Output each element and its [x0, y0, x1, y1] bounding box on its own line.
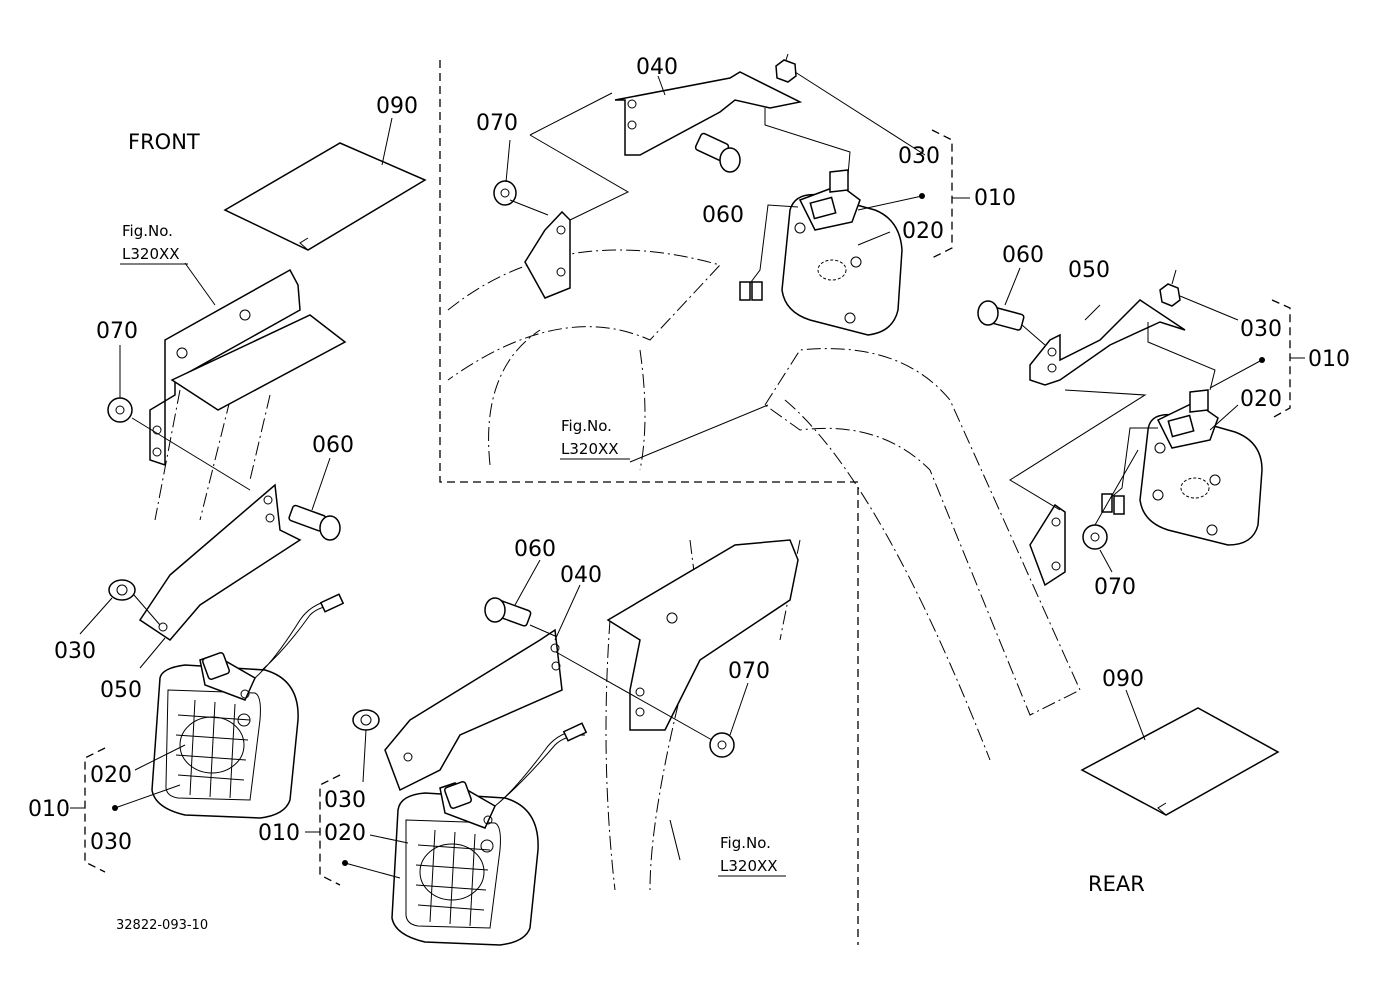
assembly-bracket-010-front-left	[70, 747, 181, 873]
callout-010-rear: 010	[1308, 347, 1350, 372]
callout-040-front-right: 040	[560, 563, 602, 588]
callout-070-front: 070	[96, 319, 138, 344]
callout-050-rear: 050	[1068, 258, 1110, 283]
fig-ref-line1: Fig.No.	[720, 834, 771, 852]
rear-tab	[1029, 503, 1066, 587]
inset-nut-030	[775, 53, 926, 156]
rear-grommet-070	[1082, 524, 1108, 550]
assembly-bracket-010-rear	[1209, 299, 1305, 419]
callout-030-front-left-b: 030	[90, 830, 132, 855]
callout-020-inset: 020	[902, 219, 944, 244]
callout-030-rear: 030	[1240, 317, 1282, 342]
callout-010-front-right: 010	[258, 821, 300, 846]
lamp-stay-front-right	[384, 628, 563, 792]
callout-070-rear: 070	[1094, 575, 1136, 600]
callout-030-inset: 030	[898, 144, 940, 169]
callout-060-front-right: 060	[514, 537, 556, 562]
inset-work-lamp	[739, 169, 903, 336]
fig-ref-line1: Fig.No.	[122, 222, 173, 240]
bolt-front-060	[288, 504, 341, 541]
fig-ref-line2: L320XX	[122, 245, 180, 263]
fig-ref-line2: L320XX	[720, 857, 778, 875]
fig-ref-line1: Fig.No.	[561, 417, 612, 435]
inset-bolt-060	[694, 132, 741, 173]
callout-060-inset: 060	[702, 203, 744, 228]
callout-020-rear: 020	[1240, 387, 1282, 412]
callout-050-front: 050	[100, 678, 142, 703]
drawing-reference-number: 32822-093-10	[116, 918, 208, 933]
flange-nut-front-left-030	[108, 579, 161, 626]
fig-ref-front-right: Fig.No. L320XX	[718, 834, 786, 877]
callout-060-front: 060	[312, 433, 354, 458]
section-divider	[439, 60, 859, 945]
assembly-bracket-010-inset	[857, 129, 970, 259]
bolt-front-right-060	[484, 597, 556, 637]
inset-leader-lines	[509, 92, 769, 463]
lamp-stay-front-left	[138, 483, 302, 641]
work-lamp-front-right	[391, 722, 588, 946]
assembly-bracket-010-front-right	[305, 774, 401, 886]
rear-bolt-060	[977, 300, 1046, 346]
callout-010-front-left: 010	[28, 797, 70, 822]
flange-nut-front-right-030	[352, 709, 380, 731]
callout-070-front-right: 070	[728, 659, 770, 684]
fig-ref-front-left: Fig.No. L320XX	[120, 222, 188, 265]
inset-lamp-stay	[614, 71, 851, 176]
callout-040-inset: 040	[636, 55, 678, 80]
callout-leaders	[79, 75, 1239, 861]
rear-work-lamp	[1101, 389, 1263, 546]
callout-090-rear: 090	[1102, 667, 1144, 692]
grommet-front-070	[107, 397, 251, 491]
grommet-front-right-070	[555, 651, 735, 758]
front-mount-bracket	[149, 268, 347, 467]
rear-view-title: REAR	[1088, 872, 1145, 896]
callout-030-front-right: 030	[324, 788, 366, 813]
rear-lamp-stay	[1029, 299, 1216, 391]
callout-030-front-left: 030	[54, 639, 96, 664]
callout-020-front-left: 020	[90, 763, 132, 788]
callout-020-front-right: 020	[324, 821, 366, 846]
callout-010-inset: 010	[974, 186, 1016, 211]
front-view-title: FRONT	[128, 130, 200, 154]
inset-tab	[524, 210, 571, 299]
decal-sheet-rear	[1080, 707, 1280, 816]
callout-labels: 090 040 070 030 010 020 060 070 060 030 …	[28, 55, 1350, 855]
rear-leader-lines	[1009, 389, 1147, 526]
front-right-mount-plate	[606, 539, 799, 731]
rear-nut-030	[1159, 269, 1239, 321]
fig-ref-line2: L320XX	[561, 440, 619, 458]
inset-grommet-070	[493, 180, 517, 206]
callout-090-front: 090	[376, 94, 418, 119]
fig-ref-inset: Fig.No. L320XX	[560, 417, 630, 460]
decal-sheet-front	[223, 142, 427, 251]
callout-060-rear: 060	[1002, 243, 1044, 268]
callout-070-inset: 070	[476, 111, 518, 136]
